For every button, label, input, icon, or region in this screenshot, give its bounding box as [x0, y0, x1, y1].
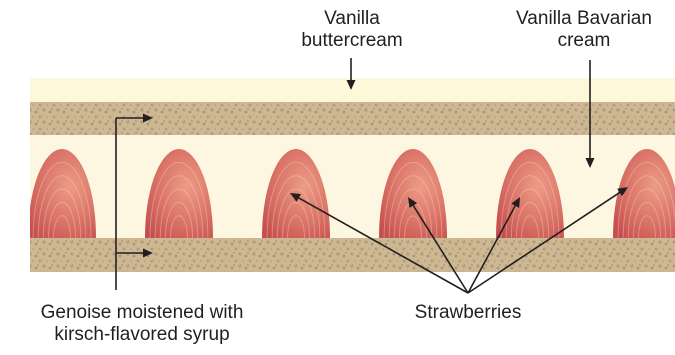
genoise-bottom-layer	[30, 238, 675, 272]
vanilla-bavarian-cream-label-line1: Vanilla Bavarian	[493, 8, 675, 30]
vanilla-buttercream-label-line2: buttercream	[288, 30, 416, 52]
vanilla-buttercream-label-line1: Vanilla	[288, 8, 416, 30]
strawberries-label: Strawberries	[393, 302, 543, 324]
genoise-label-line1: Genoise moistened with	[0, 302, 284, 324]
genoise-label-line2: kirsch-flavored syrup	[0, 324, 284, 346]
strawberries-label-text: Strawberries	[393, 302, 543, 324]
vanilla-bavarian-cream-layer	[30, 135, 675, 238]
vanilla-bavarian-cream-label: Vanilla Bavarian cream	[493, 8, 675, 52]
genoise-label: Genoise moistened with kirsch-flavored s…	[0, 302, 284, 346]
vanilla-bavarian-cream-label-line2: cream	[493, 30, 675, 52]
vanilla-buttercream-label: Vanilla buttercream	[288, 8, 416, 52]
